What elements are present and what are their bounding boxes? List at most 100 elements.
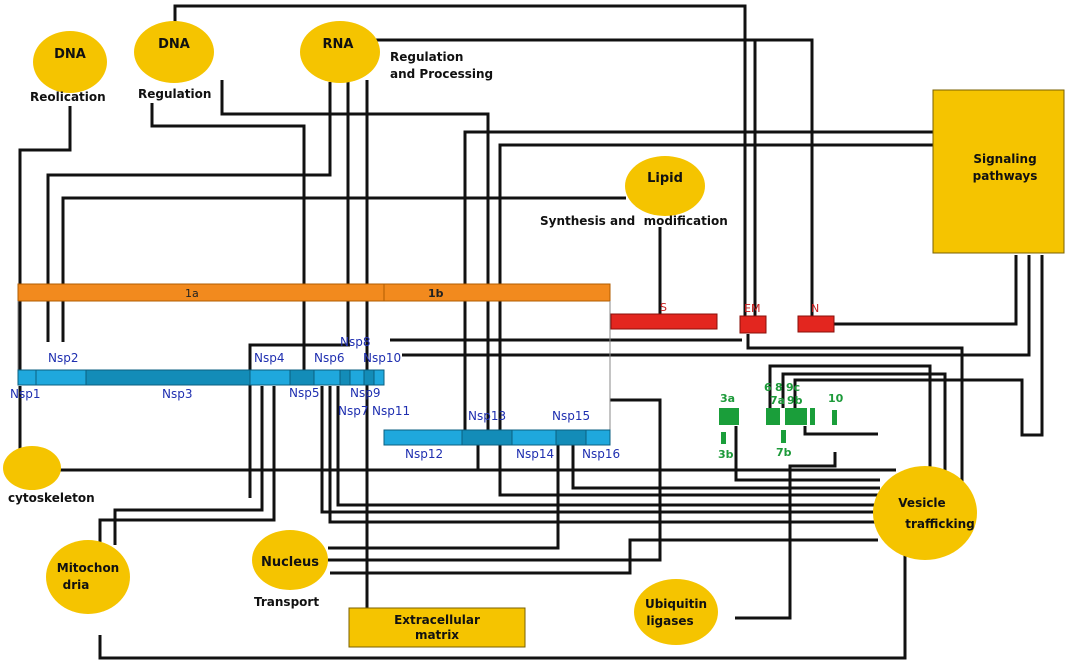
wire-nsp9-vesicle [328, 386, 878, 524]
n-protein-bar [797, 315, 835, 333]
wire-nsp6-mitochondria [98, 386, 276, 545]
ecm-line1: Extracellular [394, 613, 480, 627]
nsp7-label: Nsp7 [338, 404, 368, 418]
ubiquitin-line2: ligases [646, 614, 693, 628]
lipid-title: Lipid [647, 171, 683, 186]
acc-3a-box [719, 408, 739, 425]
mitochondria-line1: Mitochon [57, 561, 119, 575]
dna-regulation-caption: Regulation [138, 87, 211, 101]
wire-nsp14-nucleus [328, 445, 560, 550]
acc-10-box [832, 410, 837, 425]
signaling-line2: pathways [973, 169, 1038, 183]
nsp16-segment [585, 429, 611, 446]
nsp10-label: Nsp10 [363, 351, 401, 365]
nsp5-label: Nsp5 [289, 386, 319, 400]
nsp2-label: Nsp2 [48, 351, 78, 365]
acc-3b-box [721, 432, 726, 444]
wire-nsp15-nucleus [328, 398, 662, 562]
rna-node [300, 21, 380, 83]
nsp-labels: Nsp1 Nsp2 Nsp3 Nsp4 Nsp5 Nsp6 Nsp7 Nsp8 … [10, 335, 620, 461]
nsp-bars [17, 369, 611, 446]
acc-7b-label: 7b [776, 446, 792, 459]
ubiquitin-line1: Ubiquitin [645, 597, 707, 611]
wire-dna-regulation-top [173, 4, 747, 316]
wire-signaling-nsp14 [498, 143, 935, 497]
nsp6-label: Nsp6 [314, 351, 344, 365]
cytoskeleton-caption: cytoskeleton [8, 491, 95, 505]
polyprotein-region: 1a 1b [17, 283, 611, 430]
accessory-proteins: 3a 3b 6 8 9c 7a 9b 10 7b [718, 381, 844, 461]
nsp12-segment [383, 429, 463, 446]
nsp8-label: Nsp8 [340, 335, 370, 349]
wire-signaling-nsp10 [402, 255, 1031, 357]
nsp15-segment [555, 429, 587, 446]
rna-caption-line1: Regulation [390, 50, 463, 64]
rna-caption-line2: and Processing [390, 67, 493, 81]
cytoskeleton-node [3, 446, 61, 490]
polyprotein-1a-bar [17, 283, 385, 302]
nsp4-label: Nsp4 [254, 351, 284, 365]
extracellular-matrix-node [348, 607, 526, 648]
nsp5-segment [289, 369, 315, 386]
connector-lines [18, 4, 1044, 660]
nsp11-label: Nsp11 [372, 404, 410, 418]
dna-regulation-node [134, 21, 214, 83]
acc-6-label: 6 [764, 381, 772, 394]
wire-em-vesicle [746, 334, 964, 482]
dna-replication-caption: Reolication [30, 90, 106, 104]
acc-7a-box [766, 408, 780, 425]
dna-replication-node [33, 31, 107, 93]
wire-dna-regulation-nsp13 [220, 80, 490, 430]
wire-nsp16-vesicle [571, 445, 880, 490]
s-protein-bar [610, 313, 718, 330]
wire-mitochondria-vesicle [98, 545, 907, 660]
wire-dna-replication-nsp1 [18, 106, 72, 372]
acc-7b-box [781, 430, 786, 443]
s-protein-label: S [660, 301, 667, 314]
wire-n-signaling [834, 255, 1018, 326]
nsp7-segment [339, 369, 351, 386]
nsp4-segment [249, 369, 291, 386]
wire-nsp8-vesicle [248, 343, 350, 498]
vesicle-line2: trafficking [905, 517, 974, 531]
acc-9b-label: 9b [787, 394, 803, 407]
lipid-caption: Synthesis and modification [540, 214, 728, 228]
function-nodes: DNA Reolication DNA Regulation RNA Regul… [3, 21, 1065, 648]
nsp1-label: Nsp1 [10, 387, 40, 401]
nsp8-segment [349, 369, 365, 386]
lipid-node [625, 156, 705, 216]
wire-accessory-vesicle-1 [768, 364, 932, 478]
em-protein-bar [739, 315, 767, 334]
nsp16-label: Nsp16 [582, 447, 620, 461]
nsp14-label: Nsp14 [516, 447, 554, 461]
polyprotein-1b-label: 1b [428, 287, 444, 300]
mitochondria-node [46, 540, 130, 614]
structural-proteins: S EM N [610, 301, 835, 334]
polyprotein-1a-label: 1a [185, 287, 199, 300]
wire-nsp7-vesicle-2 [336, 386, 878, 507]
nsp10-segment [373, 369, 385, 386]
wire-nsp4-mitochondria [113, 386, 264, 545]
acc-8-label: 8 [775, 381, 783, 394]
acc-3a-label: 3a [720, 392, 735, 405]
dna-regulation-title: DNA [158, 37, 190, 52]
nsp12-label: Nsp12 [405, 447, 443, 461]
wire-3a-vesicle [734, 426, 880, 482]
nucleus-caption: Transport [254, 595, 319, 609]
polyprotein-1b-bar [383, 283, 611, 302]
wire-accessory-vesicle-2 [781, 372, 947, 480]
acc-9b-box-2 [797, 408, 807, 425]
dna-replication-title: DNA [54, 47, 86, 62]
wire-nucleus-vesicle [330, 538, 878, 575]
signaling-line1: Signaling [973, 152, 1036, 166]
acc-7a-label: 7a [770, 394, 785, 407]
vesicle-line1: Vesicle [898, 496, 945, 510]
rna-title: RNA [323, 37, 354, 52]
wire-signaling-nsp13 [463, 130, 935, 430]
nsp15-label: Nsp15 [552, 409, 590, 423]
wire-signaling-accessory [793, 255, 1044, 437]
nsp13-segment [461, 429, 513, 446]
nsp14-segment [511, 429, 557, 446]
wire-nsp2-rna [46, 82, 332, 342]
